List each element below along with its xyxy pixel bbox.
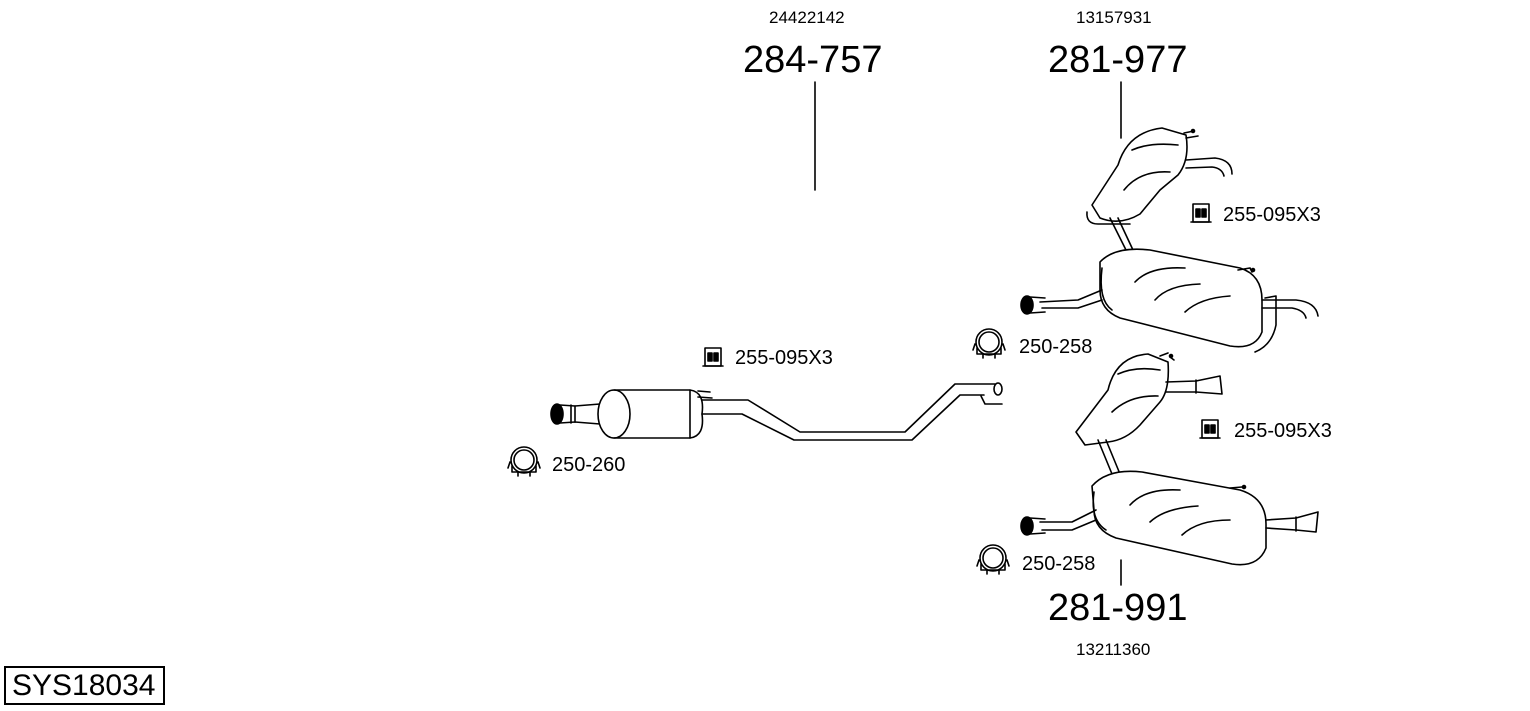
part-number-281-977[interactable]: 281-977 — [1048, 39, 1188, 81]
rear-muffler-assembly-281-977 — [1020, 127, 1319, 353]
accessory-label-mount-upper-right[interactable]: 255-095X3 — [1223, 204, 1321, 226]
part-number-284-757[interactable]: 284-757 — [743, 39, 883, 81]
rear-muffler-assembly-281-991 — [1020, 352, 1319, 566]
accessory-label-clamp-left[interactable]: 250-260 — [552, 454, 626, 476]
pipe-clamp-icon — [976, 544, 1010, 575]
front-pipe-with-center-muffler — [550, 382, 1003, 441]
oe-reference-284-757: 24422142 — [769, 8, 845, 27]
pipe-clamp-icon — [972, 328, 1006, 359]
pipe-clamp-icon — [507, 446, 541, 477]
system-code-box: SYS18034 — [4, 666, 166, 705]
oe-reference-281-991: 13211360 — [1076, 640, 1151, 659]
rubber-mount-icon — [1199, 419, 1221, 439]
rubber-mount-icon — [1190, 203, 1212, 223]
accessory-label-clamp-mid[interactable]: 250-258 — [1019, 336, 1093, 358]
accessory-label-mount-lower-right[interactable]: 255-095X3 — [1234, 420, 1332, 442]
accessory-label-clamp-lower[interactable]: 250-258 — [1022, 553, 1096, 575]
accessory-label-mount-center[interactable]: 255-095X3 — [735, 347, 833, 369]
part-number-281-991[interactable]: 281-991 — [1048, 587, 1188, 629]
system-code: SYS18034 — [12, 669, 156, 702]
oe-reference-281-977: 13157931 — [1076, 8, 1152, 27]
rubber-mount-icon — [702, 347, 724, 367]
